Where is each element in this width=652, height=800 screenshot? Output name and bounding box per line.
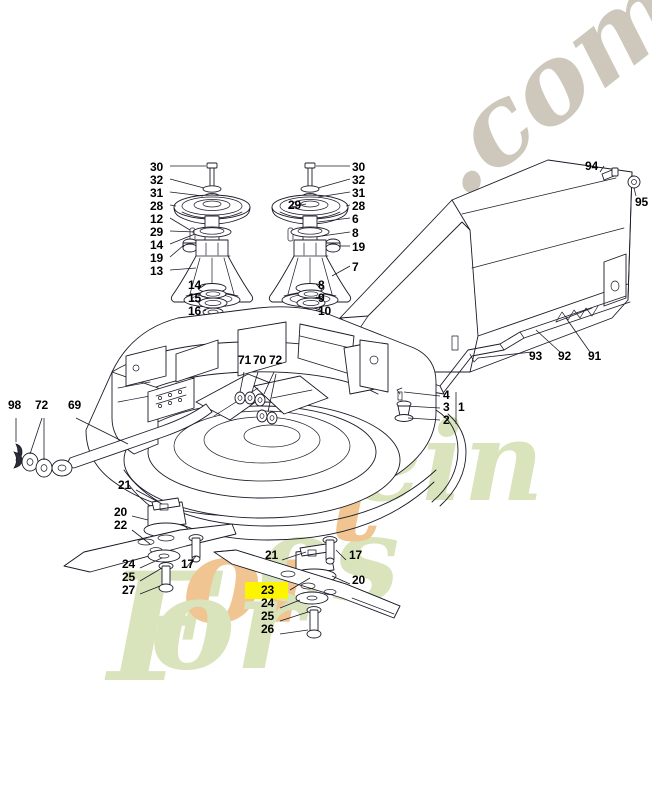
callout-31-right: 31 (352, 186, 365, 200)
callout-23-highlighted[interactable]: 23 (245, 582, 288, 599)
callout-32-left: 32 (150, 173, 163, 187)
callout-71: 71 (238, 353, 251, 367)
callout-24-right: 24 (261, 596, 274, 610)
callout-93: 93 (529, 349, 542, 363)
callout-30-left: 30 (150, 160, 163, 174)
leader-lines (15, 165, 637, 635)
callout-26-right: 26 (261, 622, 274, 636)
callout-72-center: 72 (269, 353, 282, 367)
discharge-chute-assembly (339, 159, 641, 395)
callout-6-right: 6 (352, 212, 359, 226)
callout-4: 4 (443, 388, 450, 402)
right-spindle-assembly (268, 162, 352, 317)
callout-14-left-lower: 14 (188, 278, 201, 292)
callout-10-right: 10 (318, 304, 331, 318)
callout-69: 69 (68, 398, 81, 412)
callout-12-left: 12 (150, 212, 163, 226)
callout-17-right: 17 (349, 548, 362, 562)
callout-91: 91 (588, 349, 601, 363)
mower-deck-body (85, 306, 467, 541)
callout-98: 98 (8, 398, 21, 412)
callout-28-right: 28 (352, 199, 365, 213)
callout-30-right: 30 (352, 160, 365, 174)
callout-19-left: 19 (150, 251, 163, 265)
right-bracket-group (394, 387, 414, 422)
callout-3: 3 (443, 400, 450, 414)
callout-22-left: 22 (114, 518, 127, 532)
callout-24-left: 24 (122, 557, 135, 571)
callout-21-right: 21 (265, 548, 278, 562)
callout-16-left: 16 (188, 304, 201, 318)
callout-29-left: 29 (150, 225, 163, 239)
callout-70: 70 (253, 353, 266, 367)
callout-15-left: 15 (188, 291, 201, 305)
callout-9-right: 9 (318, 291, 325, 305)
callout-13-left: 13 (150, 264, 163, 278)
callout-31-left: 31 (150, 186, 163, 200)
callout-94: 94 (585, 159, 598, 173)
left-spindle-assembly (170, 162, 254, 361)
callout-25-left: 25 (122, 570, 135, 584)
left-blade-assembly (63, 497, 237, 593)
callout-19-right: 19 (352, 240, 365, 254)
callout-95: 95 (635, 195, 648, 209)
callout-21-left: 21 (118, 478, 131, 492)
left-support-rod (13, 403, 213, 478)
right-blade-assembly (213, 536, 401, 639)
callout-8-right: 8 (352, 226, 359, 240)
center-linkage-washers (234, 391, 278, 425)
callout-20-right: 20 (352, 573, 365, 587)
callout-29-right: 29 (288, 198, 301, 212)
callout-28-left: 28 (150, 199, 163, 213)
callout-20-left: 20 (114, 505, 127, 519)
callout-8-right-lower: 8 (318, 278, 325, 292)
callout-72-left: 72 (35, 398, 48, 412)
callout-25-right: 25 (261, 609, 274, 623)
callout-27-left: 27 (122, 583, 135, 597)
callout-17-left: 17 (181, 557, 194, 571)
callout-2: 2 (443, 413, 450, 427)
callout-32-right: 32 (352, 173, 365, 187)
callout-7-right: 7 (352, 260, 359, 274)
callout-1-bracket: 1 (458, 400, 465, 414)
callout-14-left: 14 (150, 238, 163, 252)
callout-92: 92 (558, 349, 571, 363)
